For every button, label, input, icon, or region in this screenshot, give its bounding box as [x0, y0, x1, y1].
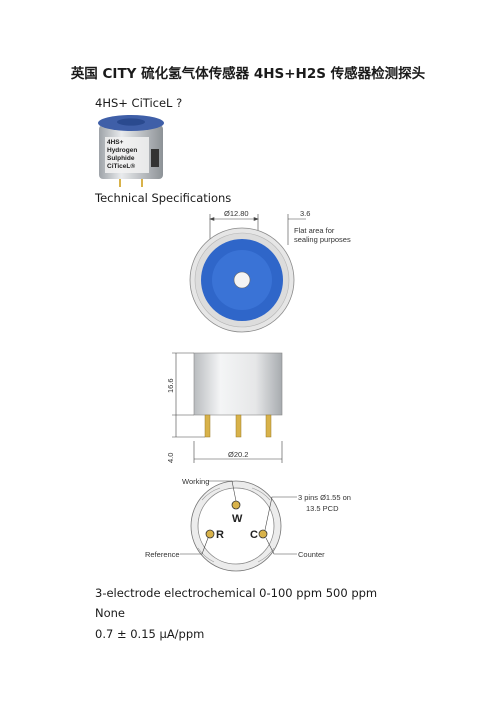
- sensor-photo: 4HS+ Hydrogen Sulphide CiTiceL®: [98, 115, 164, 187]
- pins-label: 3 pins Ø1.55 on: [298, 493, 351, 502]
- top-view-drawing: Ø12.80 3.6 Flat area for sealing purpose…: [189, 209, 351, 333]
- flat-note: sealing purposes: [294, 235, 351, 244]
- sensor-label-line: Hydrogen: [107, 147, 137, 154]
- product-line: 4HS+ CiTiceL ?: [95, 96, 183, 110]
- sensor-label-line: Sulphide: [107, 155, 135, 162]
- bottom-view-drawing: Working 3 pins Ø1.55 on 13.5 PCD Referen…: [145, 477, 351, 572]
- pin-c-label: C: [250, 529, 258, 541]
- sensor-label-line: CiTiceL®: [107, 162, 135, 170]
- height-dimension: 16.6: [166, 378, 175, 393]
- spec-line-3: 0.7 ± 0.15 µA/ppm: [95, 627, 205, 641]
- section-heading: Technical Specifications: [95, 191, 232, 205]
- working-label: Working: [182, 477, 209, 486]
- pin-w-label: W: [232, 513, 243, 525]
- pin-length-dimension: 4.0: [166, 453, 175, 463]
- side-view-drawing: 16.6 4.0 Ø20.2: [166, 352, 283, 463]
- reference-label: Reference: [145, 550, 180, 559]
- flat-note: Flat area for: [294, 226, 335, 235]
- spec-line-1: 3-electrode electrochemical 0-100 ppm 50…: [95, 586, 378, 600]
- pcd-label: 13.5 PCD: [306, 504, 339, 513]
- counter-label: Counter: [298, 550, 325, 559]
- pin-r-label: R: [216, 529, 224, 541]
- sensor-label-line: 4HS+: [107, 139, 124, 146]
- flat-dimension: 3.6: [300, 209, 310, 218]
- top-diameter-dimension: Ø12.80: [224, 209, 249, 218]
- spec-line-2: None: [95, 606, 126, 620]
- side-diameter-dimension: Ø20.2: [228, 450, 248, 459]
- document-title: 英国 CITY 硫化氢气体传感器 4HS+H2S 传感器检测探头: [70, 66, 426, 82]
